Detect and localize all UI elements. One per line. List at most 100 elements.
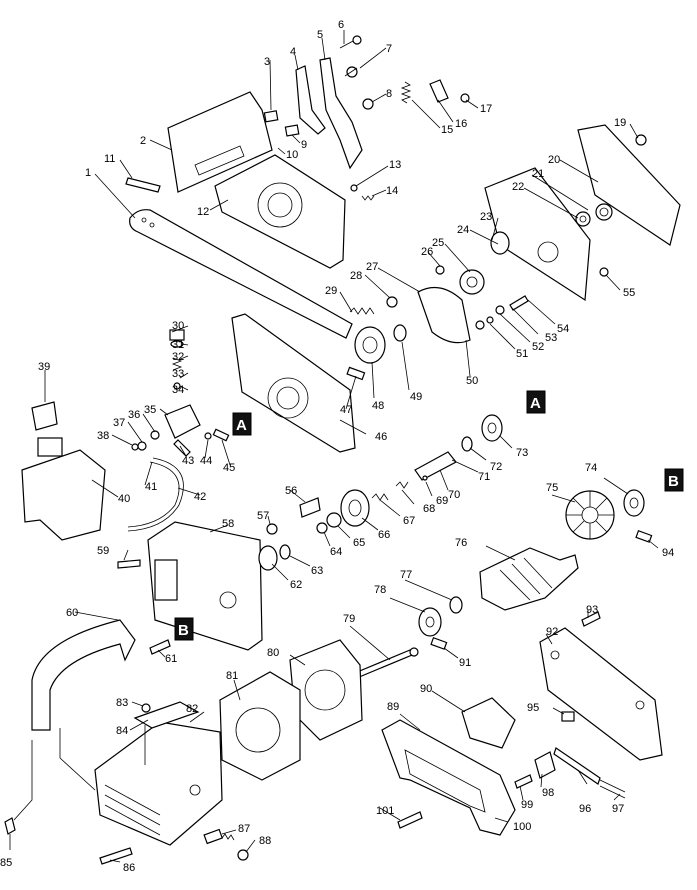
- part-label: 71: [478, 471, 490, 483]
- part-label: 14: [386, 185, 398, 197]
- section-marker-b-left: B: [174, 617, 194, 641]
- brake-arm: [319, 57, 363, 170]
- part-label: 31: [172, 339, 184, 351]
- part-label: 89: [387, 701, 399, 713]
- part-label: 99: [521, 799, 533, 811]
- marker-b-right-text: B: [668, 473, 679, 490]
- part-label: 91: [459, 657, 471, 669]
- part-label: 19: [614, 117, 626, 129]
- part-label: 94: [662, 547, 674, 559]
- part-label: 85: [0, 857, 12, 869]
- part-label: 64: [330, 546, 342, 558]
- part-label: 42: [194, 491, 206, 503]
- oil-cap: [31, 401, 58, 431]
- part-label: 95: [527, 702, 539, 714]
- part-label: 70: [448, 489, 460, 501]
- part-label: 63: [311, 565, 323, 577]
- part-label: 37: [113, 417, 125, 429]
- part-label: 23: [480, 211, 492, 223]
- name-plate: [133, 701, 200, 729]
- power-cord: [599, 779, 626, 793]
- marker-a-right-text: A: [530, 395, 541, 412]
- part-label: 54: [557, 323, 569, 335]
- switch: [461, 697, 516, 749]
- part-label: 35: [144, 404, 156, 416]
- part-label: 11: [104, 153, 115, 165]
- part-label: 36: [128, 409, 140, 421]
- field-coil: [219, 671, 301, 781]
- part-label: 48: [372, 400, 384, 412]
- part-label: 81: [226, 670, 238, 682]
- part-label: 4: [290, 46, 296, 58]
- part-label: 58: [222, 518, 234, 530]
- chain-cover: [577, 124, 681, 246]
- part-label: 86: [123, 862, 135, 874]
- part-label: 51: [516, 348, 528, 360]
- part-label: 49: [410, 391, 422, 403]
- part-label: 68: [423, 503, 435, 515]
- part-label: 61: [165, 653, 177, 665]
- oil-tank: [21, 449, 106, 541]
- part-label: 80: [267, 647, 279, 659]
- gear: [340, 489, 370, 527]
- oil-pump: [164, 404, 201, 439]
- part-label: 88: [259, 835, 271, 847]
- part-label: 62: [290, 579, 302, 591]
- part-label: 87: [238, 823, 250, 835]
- part-label: 97: [612, 803, 624, 815]
- part-label: 56: [285, 485, 297, 497]
- part-label: 53: [545, 332, 557, 344]
- part-label: 65: [353, 537, 365, 549]
- part-label: 82: [186, 703, 198, 715]
- part-label: 15: [441, 124, 453, 136]
- rear-handle: [381, 719, 516, 836]
- part-label: 33: [172, 368, 184, 380]
- part-label: 43: [182, 455, 194, 467]
- motor-housing: [94, 721, 223, 846]
- part-label: 67: [403, 515, 415, 527]
- part-label: 39: [38, 361, 50, 373]
- part-label: 8: [386, 88, 392, 100]
- part-label: 28: [350, 270, 362, 282]
- armature: [479, 547, 579, 611]
- part-label: 57: [257, 510, 269, 522]
- part-label: 100: [513, 821, 531, 833]
- brake-lever: [295, 65, 326, 135]
- part-label: 66: [378, 529, 390, 541]
- part-label: 79: [343, 613, 355, 625]
- part-label: 2: [140, 135, 146, 147]
- fan: [565, 490, 615, 540]
- leader-lines: [9, 30, 659, 863]
- part-label: 60: [66, 607, 78, 619]
- part-label: 74: [585, 462, 597, 474]
- part-label: 78: [374, 584, 386, 596]
- marker-b-left-text: B: [178, 622, 189, 639]
- part-label: 44: [200, 455, 212, 467]
- part-label: 92: [546, 626, 558, 638]
- part-label: 16: [455, 118, 467, 130]
- part-label: 20: [548, 154, 560, 166]
- part-label: 83: [116, 697, 128, 709]
- part-label: 96: [579, 803, 591, 815]
- part-label: 98: [542, 787, 554, 799]
- part-label: 50: [466, 375, 478, 387]
- part-label: 24: [457, 224, 469, 236]
- part-label: 93: [586, 604, 598, 616]
- section-marker-b-right: B: [664, 468, 684, 492]
- part-label: 76: [455, 537, 467, 549]
- part-label: 41: [145, 481, 157, 493]
- part-label: 22: [512, 181, 524, 193]
- part-label: 34: [172, 384, 184, 396]
- part-label: 12: [197, 206, 209, 218]
- part-label: 55: [623, 287, 635, 299]
- part-label: 38: [97, 430, 109, 442]
- bearing: [481, 414, 503, 442]
- handle-housing: [539, 627, 663, 761]
- part-label: 46: [375, 431, 387, 443]
- part-label: 32: [172, 351, 184, 363]
- section-marker-a-right: A: [526, 390, 546, 414]
- part-label: 59: [97, 545, 109, 557]
- part-drawings: [4, 35, 681, 865]
- part-label: 27: [366, 261, 378, 273]
